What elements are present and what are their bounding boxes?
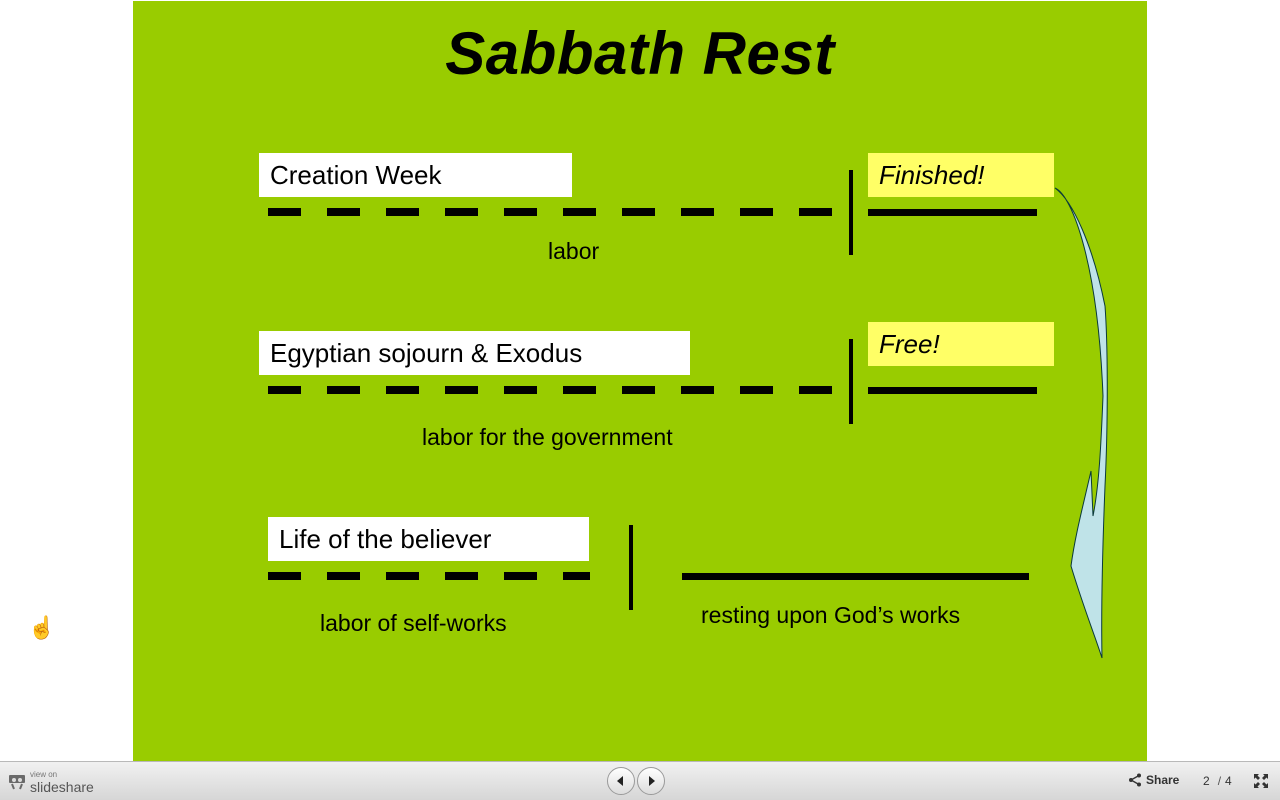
creation-week-divider xyxy=(849,170,853,255)
slide-navigation xyxy=(607,767,665,795)
viewer-toolbar: view on slideshare Share 2/4 xyxy=(0,761,1280,800)
view-on-slideshare-link[interactable]: view on slideshare xyxy=(8,770,94,794)
life-of-believer-caption-right: resting upon God’s works xyxy=(701,602,961,628)
creation-week-dashed-line xyxy=(268,208,836,216)
brand-name: slideshare xyxy=(30,779,94,795)
egyptian-sojourn-divider xyxy=(849,339,853,424)
share-icon xyxy=(1129,773,1141,787)
life-of-believer-rest-line xyxy=(682,573,1029,580)
fullscreen-button[interactable] xyxy=(1253,773,1269,794)
hand-pointer-icon: ☝ xyxy=(28,615,56,640)
egyptian-sojourn-caption: labor for the government xyxy=(422,424,673,450)
share-label: Share xyxy=(1146,773,1180,787)
arrow-right-icon xyxy=(649,776,655,786)
arrow-left-icon xyxy=(617,776,623,786)
previous-slide-button[interactable] xyxy=(607,767,635,795)
slide: Sabbath Rest Creation Week Finished! lab… xyxy=(133,1,1147,761)
free-label: Free! xyxy=(868,322,1054,366)
life-of-believer-label: Life of the believer xyxy=(268,517,589,561)
slide-title: Sabbath Rest xyxy=(445,20,835,87)
slideshare-logo-icon xyxy=(9,775,25,790)
current-page: 2 xyxy=(1203,774,1210,788)
page-counter: 2/4 xyxy=(1203,774,1232,788)
next-slide-button[interactable] xyxy=(637,767,665,795)
brand-view-on: view on xyxy=(30,770,58,779)
total-pages: 4 xyxy=(1225,774,1232,788)
life-of-believer-caption-left: labor of self-works xyxy=(320,610,507,636)
creation-week-label: Creation Week xyxy=(259,153,572,197)
share-button[interactable]: Share xyxy=(1128,773,1179,787)
egyptian-sojourn-dashed-line xyxy=(268,386,836,394)
finished-label: Finished! xyxy=(868,153,1054,197)
egyptian-sojourn-label: Egyptian sojourn & Exodus xyxy=(259,331,690,375)
right-brace-shape xyxy=(1054,187,1108,659)
creation-week-caption: labor xyxy=(548,238,600,264)
life-of-believer-divider xyxy=(629,525,633,610)
egyptian-sojourn-rest-line xyxy=(868,387,1037,394)
creation-week-rest-line xyxy=(868,209,1037,216)
fullscreen-icon xyxy=(1254,774,1268,788)
life-of-believer-dashed-line xyxy=(268,572,590,580)
